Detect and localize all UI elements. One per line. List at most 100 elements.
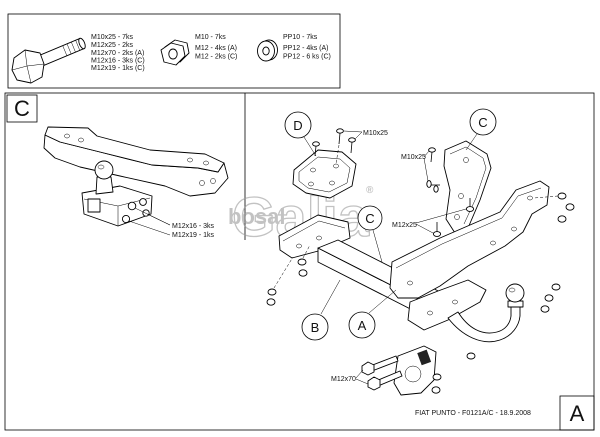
- socket-plate: [393, 345, 437, 396]
- leader-line: [320, 279, 341, 315]
- fastener-label-m12x25: M12x25: [392, 222, 417, 229]
- callout-d-circle: [284, 111, 312, 139]
- bolt-shaft: [338, 132, 341, 145]
- mounting-hole: [329, 180, 335, 186]
- nut: [565, 203, 575, 211]
- detail-c-label-box: [6, 94, 38, 123]
- callout-b: B: [311, 320, 320, 335]
- leader-line: [128, 220, 171, 236]
- callout-c-upper-circle: [469, 108, 497, 136]
- assembly-line: [302, 244, 311, 259]
- mounting-hole: [452, 299, 458, 305]
- drawing-frame: [4, 92, 595, 431]
- bolt-head: [11, 49, 45, 84]
- bolt-head: [121, 214, 131, 224]
- side-arm-right: [389, 180, 550, 299]
- bolt-m10x25: [426, 180, 440, 193]
- mounting-hole: [296, 243, 302, 249]
- bolt-shaft: [350, 141, 353, 154]
- nut-hole: [168, 48, 178, 60]
- mounting-hole: [187, 157, 193, 163]
- bolt-spec: M12x70 - 2ks (A): [91, 50, 144, 57]
- leader-line: [343, 130, 363, 133]
- mounting-hole: [527, 195, 533, 201]
- tow-ball-highlight: [508, 287, 516, 293]
- bolt-spec: M12x19 - 1ks (C): [91, 65, 145, 72]
- bolt-tip: [78, 37, 86, 50]
- leader-line: [415, 208, 467, 224]
- bolt-spec: M12x25 - 2ks: [91, 42, 134, 49]
- mounting-hole: [78, 137, 84, 143]
- detail-c-socket: [87, 198, 101, 213]
- assembly-line: [335, 144, 340, 165]
- nut: [266, 298, 276, 306]
- bolt-icon: [11, 37, 86, 84]
- bolt-head: [142, 209, 150, 217]
- watermark-registered-mark: ®: [366, 185, 374, 196]
- leader-line: [134, 207, 171, 226]
- detail-c-fastener-spec: M12x16 - 3ks: [172, 223, 215, 230]
- bolt-thread: [66, 43, 72, 55]
- bolt-thread: [62, 45, 68, 56]
- bolt-m12x70: [367, 370, 403, 391]
- bolt-shaft: [430, 151, 433, 163]
- mounting-hole: [458, 192, 464, 200]
- bolt-thread: [75, 40, 81, 51]
- bracket-left-edge: [282, 220, 346, 242]
- detail-c-assembly: M12x16 - 3ks M12x19 - 1ks: [43, 126, 229, 239]
- bolt-head: [426, 180, 432, 188]
- mounting-hole: [310, 167, 316, 173]
- callout-c-upper: C: [478, 115, 487, 130]
- bolt-m10x25: [348, 137, 356, 154]
- parts-list-frame: [7, 13, 341, 89]
- washer: [297, 258, 307, 266]
- ball-mount-plate: [407, 279, 487, 331]
- washer: [466, 352, 476, 360]
- fastener-label-m10x25: M10x25: [401, 154, 426, 161]
- bolt-spec: M12x16 - 3ks (C): [91, 58, 145, 65]
- washer: [432, 373, 442, 381]
- bolt-spec: M10x25 - 7ks: [91, 34, 134, 41]
- mounting-hole: [316, 235, 322, 241]
- bolt-m10x25: [335, 128, 344, 165]
- nut-spec: M12 - 4ks (A): [195, 45, 237, 52]
- bracket-c-edge: [449, 146, 487, 225]
- detail-c-fastener-spec: M12x19 - 1ks: [172, 232, 215, 239]
- bolt-head-edge: [11, 65, 28, 71]
- bolt-head: [127, 201, 137, 211]
- socket-plate-hole: [404, 365, 422, 383]
- mounting-hole: [308, 181, 314, 187]
- side-arm-edge: [395, 187, 542, 269]
- bolt-head: [428, 147, 436, 153]
- washer-hole: [262, 46, 270, 56]
- bolt-head: [336, 128, 344, 134]
- mounting-hole: [490, 240, 496, 246]
- leader-line: [354, 131, 363, 140]
- mounting-hole: [203, 160, 209, 166]
- main-assembly: M10x25 M10x25 M12x25: [266, 108, 575, 396]
- mounting-hole: [511, 226, 517, 232]
- watermark-brand-text: bosal: [228, 204, 285, 229]
- nut-spec: M10 - 7ks: [195, 34, 226, 41]
- leader-line: [423, 157, 429, 182]
- parts-list: M10x25 - 7ks M12x25 - 2ks M12x70 - 2ks (…: [7, 13, 341, 89]
- bolt-m12x25: [465, 198, 475, 212]
- bracket-d-inner: [298, 156, 351, 193]
- bolt-head: [312, 141, 320, 147]
- bolt-m10x25: [428, 147, 436, 163]
- nut: [544, 294, 554, 302]
- detail-c-plate-top: [44, 126, 225, 173]
- leader-line: [415, 223, 434, 234]
- washer-icon: [257, 39, 278, 62]
- callout-a-circle: [348, 311, 376, 339]
- washer-spec: PP12 - 4ks (A): [283, 45, 329, 52]
- mounting-hole: [210, 177, 216, 185]
- leader-line: [465, 133, 478, 151]
- bolt-m12x70: [361, 355, 399, 376]
- detail-c-ball-neck: [95, 176, 114, 195]
- nut-spec: M12 - 2ks (C): [195, 54, 237, 61]
- bolt-head-edge: [24, 49, 28, 67]
- callout-d: D: [293, 118, 302, 133]
- tow-ball: [505, 283, 525, 303]
